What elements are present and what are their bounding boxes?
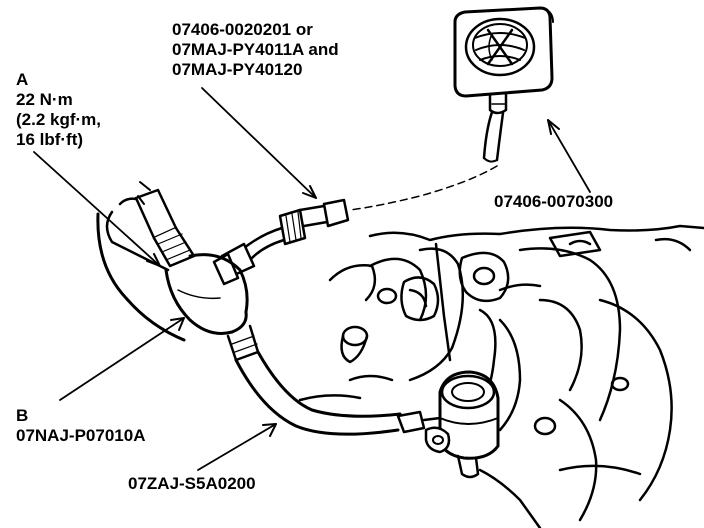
leader-lines [33, 87, 591, 471]
tool-a-b-assembly [96, 181, 260, 362]
hose-label: 07ZAJ-S5A0200 [128, 474, 256, 493]
part-a-torque-kgf: (2.2 kgf·m, [16, 110, 102, 129]
part-a-label: A 22 N·m (2.2 kgf·m, 16 lbf·ft) [16, 70, 101, 150]
pressure-gauge-label: 07406-0070300 [494, 192, 614, 211]
gauge-adapter-icon [212, 198, 350, 286]
engine-block-illustration [298, 224, 704, 528]
gauge-adapter-line2: 07MAJ-PY4011A and [172, 40, 339, 59]
gauge-adapter-line1: 07406-0020201 or [172, 20, 313, 39]
part-b-number: 07NAJ-P07010A [16, 426, 146, 445]
part-a-letter: A [16, 70, 29, 89]
pressure-gauge-icon [453, 6, 554, 163]
pressure-hose-icon [234, 350, 442, 436]
part-b-letter: B [16, 406, 29, 425]
part-a-torque-lbf: 16 lbf·ft) [16, 130, 84, 149]
pressure-port-component [424, 370, 500, 479]
part-b-label: B 07NAJ-P07010A [16, 406, 145, 446]
gauge-adapter-label: 07406-0020201 or 07MAJ-PY4011A and 07MAJ… [172, 20, 339, 80]
gauge-adapter-line3: 07MAJ-PY40120 [172, 60, 303, 79]
part-a-torque-nm: 22 N·m [16, 90, 73, 109]
